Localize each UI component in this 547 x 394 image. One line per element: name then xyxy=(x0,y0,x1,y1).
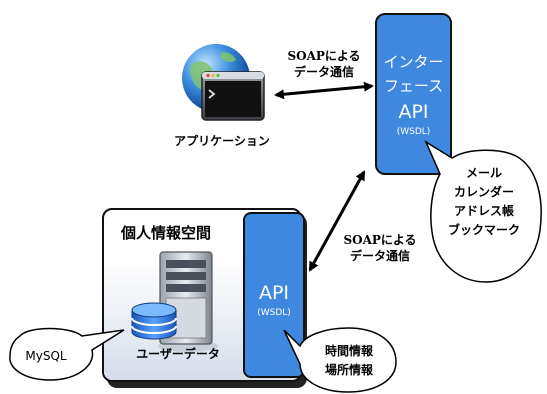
interface-wsdl-label: (WSDL) xyxy=(396,127,431,137)
soap-top-line2: データ通信 xyxy=(293,65,354,79)
interface-label-line1: インター xyxy=(383,53,444,71)
inner-wsdl-label: (WSDL) xyxy=(257,308,291,318)
services-bubble-shape xyxy=(424,140,542,283)
globe-terminal-icon xyxy=(182,44,265,121)
services-bubble-text: メール カレンダー アドレス帳 ブックマーク xyxy=(436,164,532,240)
service-item-bookmark: ブックマーク xyxy=(447,223,520,237)
soap-bottom-line1: SOAPによる xyxy=(343,233,417,247)
inner-api-label: API xyxy=(258,282,290,304)
application-label: アプリケーション xyxy=(174,134,270,148)
info-item-time: 時間情報 xyxy=(324,344,373,358)
interface-api-box: インター フェース API (WSDL) xyxy=(375,13,452,175)
user-data-label: ユーザーデータ xyxy=(136,347,220,361)
interface-api-label: API xyxy=(398,101,429,123)
service-item-calendar: カレンダー xyxy=(453,185,514,199)
info-bubble-shape xyxy=(283,327,397,393)
mysql-bubble-shape xyxy=(9,327,125,381)
arrow-app-to-interface xyxy=(274,81,374,100)
server-database-icon xyxy=(131,251,218,352)
soap-label-top: SOAPによる データ通信 xyxy=(272,48,376,80)
soap-top-line1: SOAPによる xyxy=(287,49,361,63)
service-item-addressbook: アドレス帳 xyxy=(453,204,514,218)
arrow-interface-to-api xyxy=(308,170,366,272)
personal-space-title: 個人情報空間 xyxy=(121,224,212,242)
service-item-mail: メール xyxy=(465,166,502,180)
mysql-label: MySQL xyxy=(25,349,67,363)
interface-label-line2: フェース xyxy=(383,77,444,95)
info-bubble-text: 時間情報 場所情報 xyxy=(304,342,394,380)
soap-label-bottom: SOAPによる データ通信 xyxy=(330,232,430,264)
soap-bottom-line2: データ通信 xyxy=(349,249,410,263)
info-item-place: 場所情報 xyxy=(324,363,373,377)
